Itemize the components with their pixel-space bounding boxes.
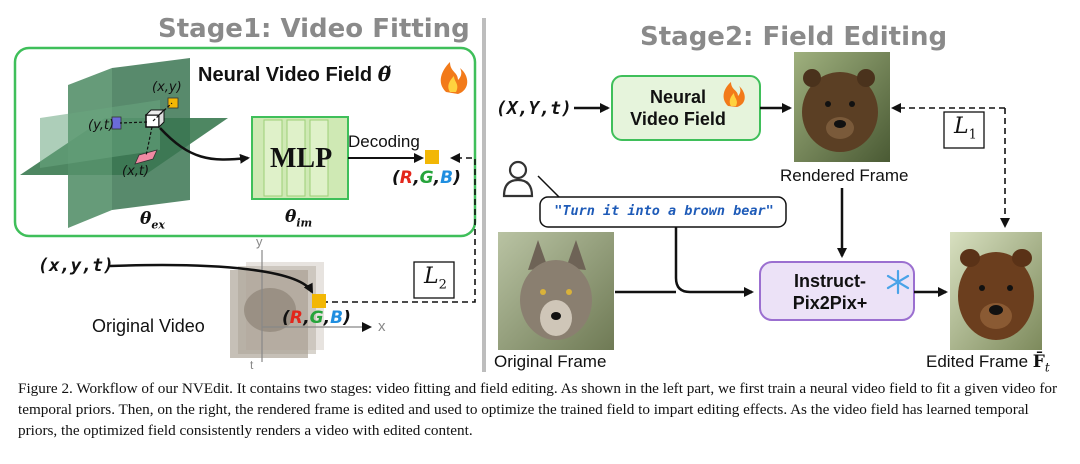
- theta-im: θim: [285, 207, 312, 229]
- tri-plane-illustration: [20, 58, 228, 228]
- stage2-title: Stage2: Field Editing: [640, 22, 948, 52]
- stage1-input-xyt: (x,y,t): [38, 255, 114, 276]
- l2-feedback-arrow: [312, 153, 476, 303]
- output-pixel-top: [425, 150, 439, 164]
- stage1-title: Stage1: Video Fitting: [158, 14, 470, 44]
- theta-ex-sub: ex: [151, 218, 165, 232]
- nvf-label: Neural Video Field: [198, 64, 373, 86]
- workflow-figure: Stage1: Video Fitting Stage2: Field Edit…: [13, 14, 1050, 374]
- l2-label: L2: [424, 264, 447, 292]
- l1-sub: 1: [968, 127, 977, 143]
- user-icon: [502, 160, 534, 198]
- rgb-r: R: [399, 168, 414, 188]
- original-video-label: Original Video: [92, 316, 205, 336]
- stage2-field-line1: Neural: [649, 87, 707, 107]
- diagram-canvas: [13, 18, 1042, 372]
- fire-icon: [723, 82, 745, 107]
- stage2-input-xyt: (X,Y,t): [496, 98, 572, 119]
- mlp-label: MLP: [270, 143, 333, 174]
- rgb-output-top: (R,G,B): [392, 168, 461, 188]
- nvf-theta: θ̃: [377, 62, 392, 86]
- speech-tail: [537, 175, 561, 199]
- rgb-b: B: [330, 308, 344, 328]
- coord-yt: (y,t): [88, 118, 115, 133]
- instruct-line1: Instruct-: [794, 271, 866, 291]
- decoding-label: Decoding: [348, 132, 420, 151]
- theta-ex: θex: [140, 209, 165, 231]
- instruct-pix2pix-label: Instruct- Pix2Pix+: [770, 270, 890, 314]
- fire-icon: [440, 62, 468, 94]
- rgb-b: B: [440, 168, 454, 188]
- l2-symbol: L: [424, 264, 439, 289]
- edited-frame-text: Edited Frame: [926, 352, 1029, 371]
- rendered-frame-label: Rendered Frame: [780, 166, 909, 185]
- l1-label: L1: [954, 114, 977, 142]
- stage2-field-label: Neural Video Field: [622, 86, 734, 130]
- edited-frame-image: [950, 232, 1042, 350]
- rgb-output-bottom: (R,G,B): [282, 308, 351, 328]
- edited-frame-sub: t: [1044, 360, 1050, 375]
- theta-im-symbol: θ: [285, 207, 297, 227]
- coord-xt: (x,t): [122, 164, 150, 179]
- edited-frame-symbol: F̄: [1032, 352, 1045, 372]
- input-to-video-arrow: [109, 263, 314, 294]
- l1-symbol: L: [954, 114, 969, 139]
- edited-frame-label: Edited Frame F̄t: [926, 352, 1050, 374]
- prompt-text: "Turn it into a brown bear": [554, 203, 774, 219]
- l2-sub: 2: [438, 277, 447, 293]
- figure-caption: Figure 2. Workflow of our NVEdit. It con…: [18, 380, 1058, 439]
- rendered-frame-image: [794, 52, 890, 162]
- theta-im-sub: im: [296, 216, 313, 230]
- rgb-g: G: [419, 168, 434, 188]
- original-video-stack: [230, 250, 372, 362]
- prompt-to-instruct-arrow: [674, 227, 754, 297]
- snowflake-icon: [886, 269, 910, 295]
- axis-y-label: y: [256, 234, 263, 249]
- nvf-title: Neural Video Field θ̃: [198, 62, 391, 87]
- prompt-bubble: [539, 196, 787, 228]
- l1-box: [943, 111, 985, 149]
- rgb-g: G: [309, 308, 324, 328]
- axis-t-label: t: [250, 358, 254, 372]
- theta-ex-symbol: θ: [140, 209, 152, 229]
- l2-box: [413, 261, 455, 299]
- coord-xy: (x,y): [152, 80, 182, 95]
- original-frame-label: Original Frame: [494, 352, 607, 371]
- plane-to-mlp-arrow: [159, 127, 250, 164]
- rgb-r: R: [289, 308, 304, 328]
- stage2-field-line2: Video Field: [630, 109, 726, 129]
- original-frame-image: [498, 232, 614, 350]
- output-pixel-bottom: [312, 294, 326, 308]
- axis-x-label: x: [378, 318, 386, 335]
- instruct-line2: Pix2Pix+: [792, 293, 868, 313]
